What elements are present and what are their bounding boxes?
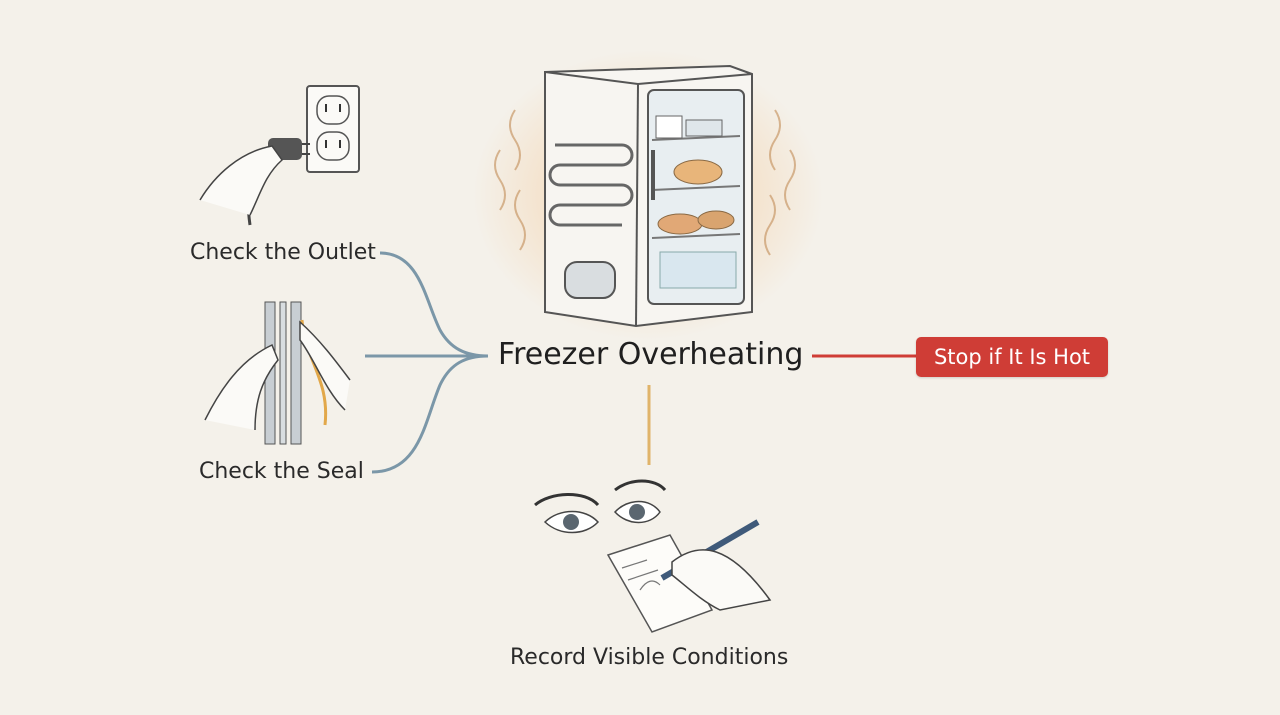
connector-outlet [379, 251, 489, 358]
connector-lines [365, 251, 916, 474]
center-label: Freezer Overheating [498, 337, 804, 372]
warning-badge: Stop if It Is Hot [916, 337, 1108, 377]
branch-label-record: Record Visible Conditions [510, 645, 789, 670]
outlet-plug-icon [199, 85, 360, 226]
warning-badge-label: Stop if It Is Hot [933, 345, 1091, 369]
branch-label-seal: Check the Seal [199, 459, 364, 484]
eyes-writing-notes-icon [534, 479, 772, 633]
door-seal-hands-icon [204, 301, 351, 445]
connector-seal [371, 354, 489, 474]
freezer-heat-icon [473, 50, 823, 340]
branch-label-outlet: Check the Outlet [190, 240, 376, 265]
